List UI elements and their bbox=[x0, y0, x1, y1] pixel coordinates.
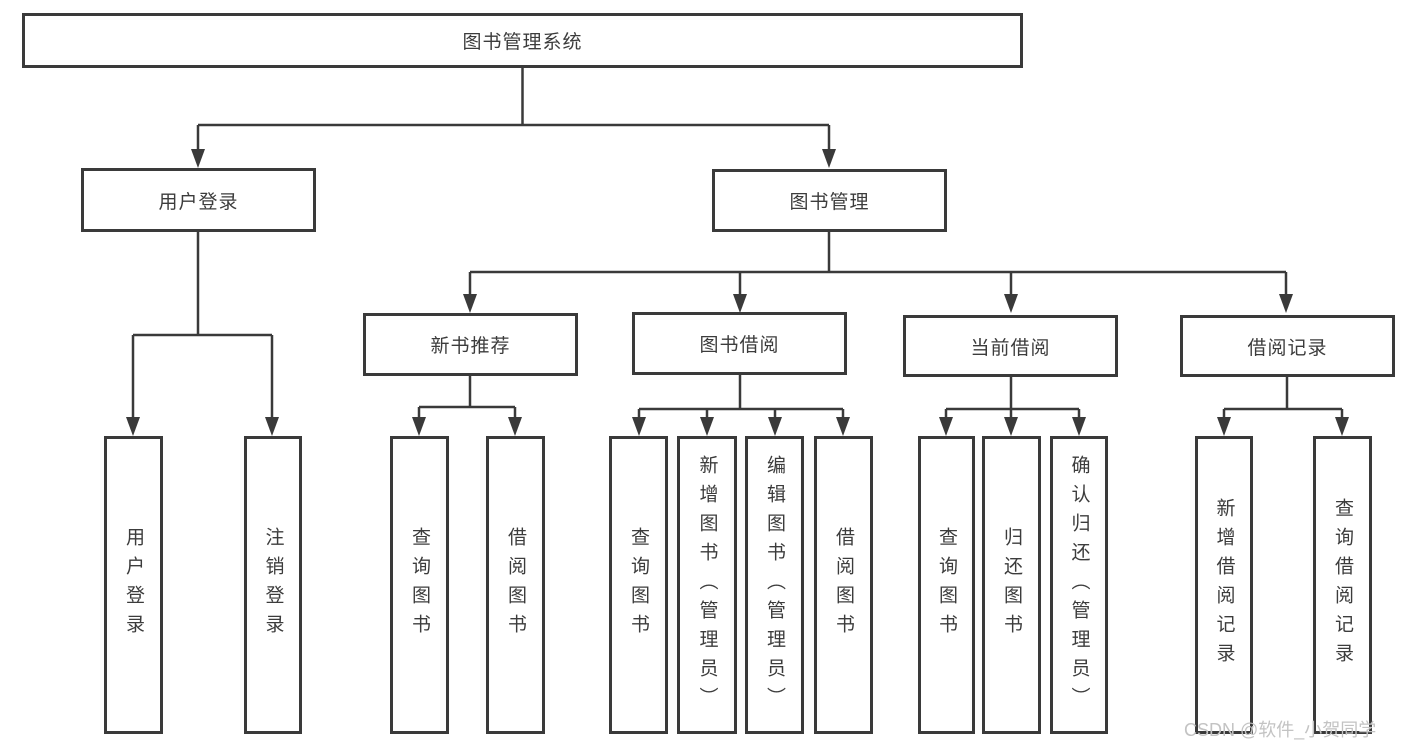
connector bbox=[131, 232, 274, 418]
connector bbox=[944, 377, 1081, 418]
node-user-login-label: 用户登录 bbox=[158, 191, 239, 213]
node-root: 图书管理系统 bbox=[22, 13, 1023, 68]
leaf-label: 编辑图书（管理员） bbox=[764, 454, 785, 716]
node-new-book-recommend-label: 新书推荐 bbox=[430, 336, 511, 357]
leaf-label: 新增图书（管理员） bbox=[696, 454, 718, 716]
leaf-label: 确认归还（管理员） bbox=[1068, 454, 1090, 716]
leaf-label: 借阅图书 bbox=[505, 527, 526, 643]
node-current-borrow: 当前借阅 bbox=[903, 315, 1118, 377]
arrowhead-icons bbox=[126, 149, 1349, 436]
leaf-label: 用户登录 bbox=[123, 527, 144, 643]
node-book-borrow: 图书借阅 bbox=[632, 312, 847, 375]
leaf-confirm-return-admin: 确认归还（管理员） bbox=[1050, 436, 1108, 734]
leaf-query-borrow-record: 查询借阅记录 bbox=[1313, 436, 1372, 734]
node-borrow-records-label: 借阅记录 bbox=[1247, 337, 1328, 359]
leaf-query-books-3: 查询图书 bbox=[918, 436, 975, 734]
node-book-management-label: 图书管理 bbox=[789, 192, 870, 213]
leaf-return-books: 归还图书 bbox=[982, 436, 1041, 734]
connector bbox=[637, 375, 845, 418]
leaf-borrow-books-1: 借阅图书 bbox=[486, 436, 545, 734]
connector bbox=[417, 376, 517, 418]
connector bbox=[1222, 377, 1344, 418]
node-new-book-recommend: 新书推荐 bbox=[363, 313, 578, 376]
leaf-label: 查询图书 bbox=[628, 527, 649, 643]
node-current-borrow-label: 当前借阅 bbox=[970, 337, 1051, 359]
leaf-query-books-1: 查询图书 bbox=[390, 436, 449, 734]
leaf-add-borrow-record: 新增借阅记录 bbox=[1195, 436, 1253, 734]
node-root-label: 图书管理系统 bbox=[462, 32, 583, 53]
leaf-query-books-2: 查询图书 bbox=[609, 436, 668, 734]
leaf-label: 注销登录 bbox=[262, 527, 284, 643]
leaf-borrow-books-2: 借阅图书 bbox=[814, 436, 873, 734]
connector bbox=[196, 68, 831, 150]
leaf-label: 查询图书 bbox=[409, 527, 430, 643]
leaf-label: 查询借阅记录 bbox=[1332, 498, 1353, 672]
leaf-add-books-admin: 新增图书（管理员） bbox=[677, 436, 737, 734]
leaf-label: 新增借阅记录 bbox=[1213, 498, 1235, 672]
leaf-label: 借阅图书 bbox=[833, 527, 854, 643]
leaf-label: 归还图书 bbox=[1001, 527, 1022, 643]
node-user-login: 用户登录 bbox=[81, 168, 316, 232]
leaf-logout: 注销登录 bbox=[244, 436, 302, 734]
connector bbox=[468, 232, 1288, 295]
leaf-label: 查询图书 bbox=[936, 527, 957, 643]
node-borrow-records: 借阅记录 bbox=[1180, 315, 1395, 377]
leaf-user-login: 用户登录 bbox=[104, 436, 163, 734]
watermark: CSDN @软件_小贺同学 bbox=[1184, 720, 1377, 740]
node-book-management: 图书管理 bbox=[712, 169, 947, 232]
node-book-borrow-label: 图书借阅 bbox=[699, 335, 780, 356]
leaf-edit-books-admin: 编辑图书（管理员） bbox=[745, 436, 804, 734]
